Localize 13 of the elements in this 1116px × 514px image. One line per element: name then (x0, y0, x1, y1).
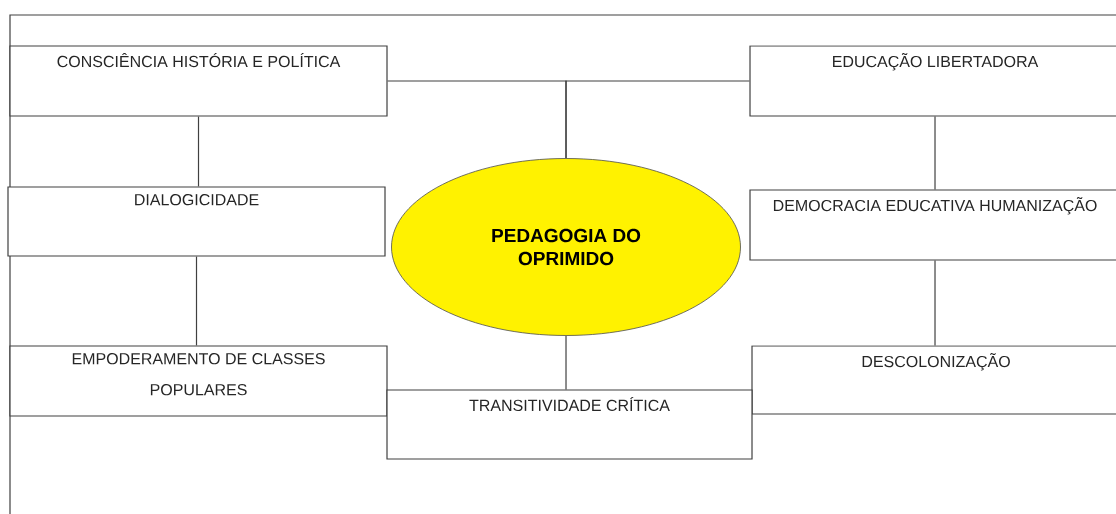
concept-box: DEMOCRACIA EDUCATIVA HUMANIZAÇÃO (749, 189, 1116, 261)
connector-line (565, 335, 567, 390)
connector-line (934, 260, 936, 346)
concept-box: EMPODERAMENTO DE CLASSES POPULARES (9, 345, 388, 417)
connector-line (565, 80, 750, 159)
connector-line (195, 256, 198, 346)
concept-box: CONSCIÊNCIA HISTÓRIA E POLÍTICA (9, 45, 388, 117)
concept-box: DESCOLONIZAÇÃO (751, 345, 1116, 415)
connector-line (197, 116, 200, 187)
concept-box: TRANSITIVIDADE CRÍTICA (386, 389, 753, 460)
concept-box: EDUCAÇÃO LIBERTADORA (749, 45, 1116, 117)
concept-box: DIALOGICIDADE (7, 186, 386, 257)
connector-line (934, 116, 936, 190)
